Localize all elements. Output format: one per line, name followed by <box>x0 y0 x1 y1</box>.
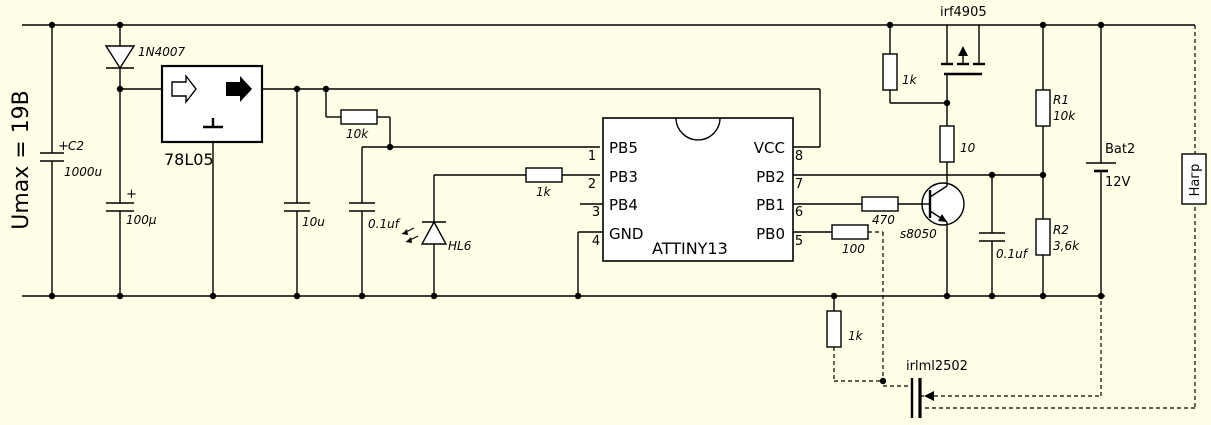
capacitor-c2: + <box>40 25 69 296</box>
battery-bat2 <box>1086 25 1116 296</box>
mcu-pin-label-8: VCC <box>754 139 785 157</box>
mcu-pin-num-8: 8 <box>795 149 803 164</box>
mcu-pin-label-4: GND <box>609 225 643 243</box>
resistor-r1 <box>1035 25 1051 219</box>
resistor-470 <box>861 196 922 212</box>
svg-text:+: + <box>58 139 69 154</box>
mcu-attiny13 <box>577 89 1043 296</box>
mcu-pin-num-2: 2 <box>588 177 596 192</box>
mcu-pin-label-6: PB1 <box>756 196 785 214</box>
resistor-10 <box>939 103 955 163</box>
resistor-10k <box>325 89 391 147</box>
mcu-pin-num-7: 7 <box>795 177 803 192</box>
nmos-value: irlml2502 <box>906 359 968 374</box>
mcu-pin-num-4: 4 <box>592 234 600 249</box>
resistor-1k-led <box>525 167 600 183</box>
resistor-1k-bottom <box>826 296 883 382</box>
r1-ref: R1 <box>1053 93 1069 107</box>
r2-value: 3,6k <box>1053 239 1080 253</box>
pb5-net <box>349 146 600 296</box>
capacitor-01uf-right <box>979 175 1005 296</box>
diode-1n4007 <box>104 25 136 203</box>
r1k-gate-value: 1k <box>902 73 918 87</box>
capacitor-100u: + <box>106 187 137 296</box>
load <box>924 25 1207 409</box>
mcu-pin-num-5: 5 <box>795 234 803 249</box>
mcu-pin-label-2: PB3 <box>609 168 638 186</box>
r2-ref: R2 <box>1053 223 1069 237</box>
mcu-pin-num-1: 1 <box>588 149 596 164</box>
mcu-pin-label-1: PB5 <box>609 139 638 157</box>
mosfet-irlml2502 <box>883 296 1102 418</box>
mosfet-irf4905 <box>941 25 985 103</box>
load-label: Нагр <box>1188 164 1203 197</box>
r1k-bottom-value: 1k <box>848 329 864 343</box>
mcu-pin-num-6: 6 <box>795 205 803 220</box>
c100u-value: 100μ <box>126 213 157 227</box>
npn-value: s8050 <box>900 227 937 241</box>
mcu-pin-label-5: PB0 <box>756 225 785 243</box>
r1k-led-value: 1k <box>536 185 552 199</box>
r10k-value: 10k <box>346 127 369 141</box>
pmos-value: irf4905 <box>940 5 987 20</box>
resistor-1k-gate <box>882 25 947 104</box>
led-hl6 <box>401 174 526 296</box>
svg-text:+: + <box>126 187 137 202</box>
resistor-100 <box>831 224 884 386</box>
bat-ref: Bat2 <box>1105 142 1135 157</box>
r470-value: 470 <box>872 213 895 227</box>
junction-dots <box>48 21 1105 385</box>
r100-value: 100 <box>842 242 865 256</box>
transistor-s8050 <box>921 162 965 296</box>
mcu-pin-num-3: 3 <box>592 205 600 220</box>
regulator-78l05 <box>120 64 820 296</box>
mcu-pin-label-3: PB4 <box>609 196 638 214</box>
diode-value: 1N4007 <box>138 45 186 59</box>
c01uf-right-value: 0.1uf <box>996 247 1029 261</box>
r10-value: 10 <box>960 141 976 155</box>
resistor-r2 <box>1035 218 1051 296</box>
c10u-value: 10u <box>302 215 325 229</box>
regulator-value: 78L05 <box>164 150 214 169</box>
led-ref: HL6 <box>448 239 472 253</box>
mcu-pin-label-7: PB2 <box>756 168 785 186</box>
c2-ref: C2 <box>68 139 84 153</box>
c01uf-left-value: 0.1uf <box>368 217 401 231</box>
r1-value: 10k <box>1053 109 1076 123</box>
mcu-name: ATTINY13 <box>652 239 728 258</box>
bat-value: 12V <box>1105 175 1131 190</box>
c2-value: 1000u <box>64 165 103 179</box>
supply-voltage-label: Umax = 19B <box>9 90 34 230</box>
capacitor-10u <box>284 89 310 296</box>
